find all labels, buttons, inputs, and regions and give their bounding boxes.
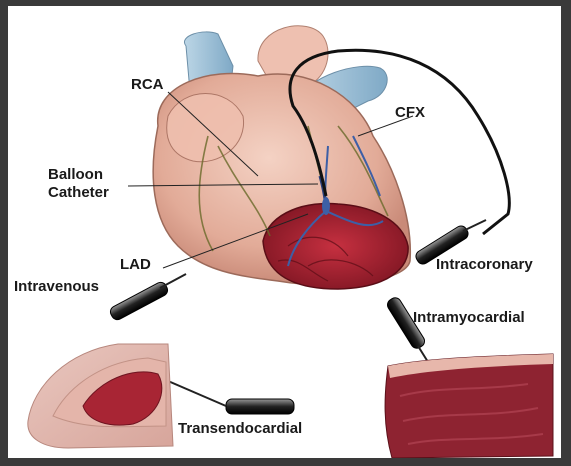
heart xyxy=(153,26,410,289)
label-catheter: Catheter xyxy=(48,184,109,201)
label-intracoronary: Intracoronary xyxy=(436,256,533,273)
label-cfx: CFX xyxy=(395,104,425,121)
label-intramyocardial: Intramyocardial xyxy=(413,309,525,326)
label-rca: RCA xyxy=(131,76,164,93)
syringe-intravenous xyxy=(108,274,186,322)
label-intravenous: Intravenous xyxy=(14,278,99,295)
tissue-section-transendocardial xyxy=(28,344,173,448)
diagram-canvas: RCA CFX Balloon Catheter LAD Intravenous… xyxy=(8,6,561,458)
tissue-section-intramyocardial xyxy=(385,354,553,458)
syringe-intramyocardial xyxy=(385,296,428,362)
label-transendocardial: Transendocardial xyxy=(178,420,302,437)
label-lad: LAD xyxy=(120,256,151,273)
illustration xyxy=(8,6,561,458)
syringe-transendocardial xyxy=(168,381,294,414)
label-balloon: Balloon xyxy=(48,166,103,183)
